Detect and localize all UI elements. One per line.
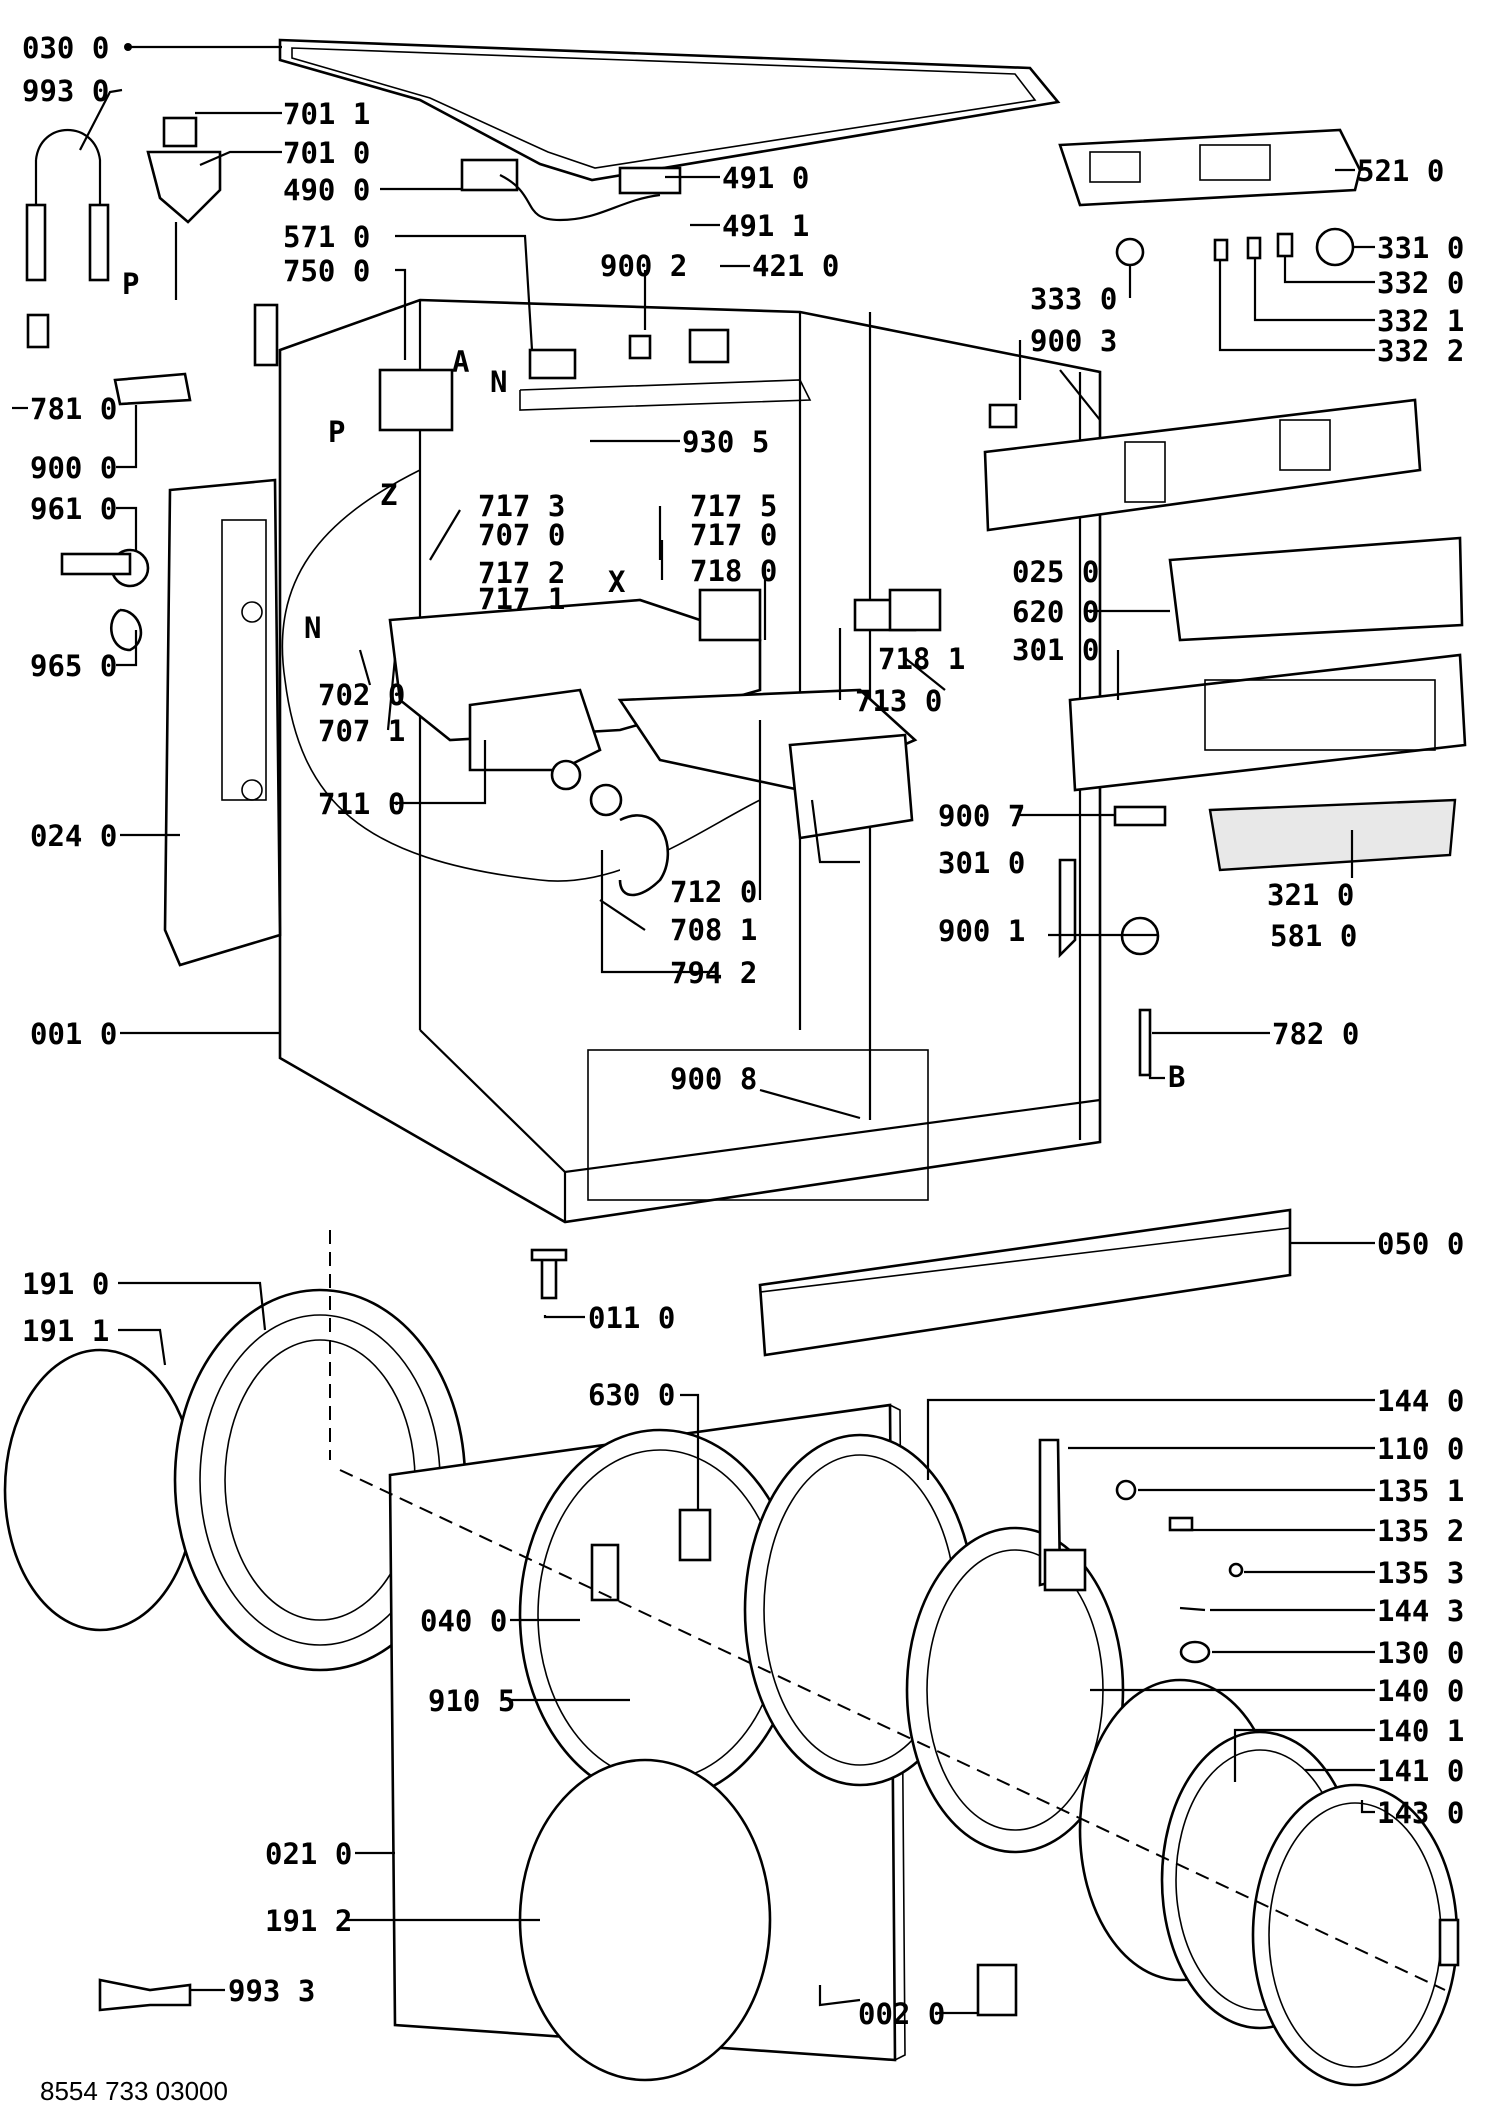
label-993-3: 993 3 — [228, 1974, 315, 2008]
label-130-0: 130 0 — [1377, 1636, 1464, 1670]
label-144-3: 144 3 — [1377, 1594, 1464, 1628]
label-717-5: 717 5 — [690, 489, 777, 523]
label-630-0: 630 0 — [588, 1378, 675, 1412]
label-910-5: 910 5 — [428, 1684, 515, 1718]
label-713-0: 713 0 — [855, 684, 942, 718]
knob-331-drawing — [1315, 227, 1355, 267]
label-717-3: 717 3 — [478, 489, 565, 523]
label-718-0: 718 0 — [690, 554, 777, 588]
label-141-0: 141 0 — [1377, 1754, 1464, 1788]
kick-plate-drawing — [758, 1208, 1292, 1357]
label-025-0: 025 0 — [1012, 555, 1099, 589]
label-702-0: 702 0 — [318, 678, 405, 712]
programmer-drawing — [1058, 128, 1362, 207]
label-191-2: 191 2 — [265, 1904, 352, 1938]
label-794-2: 794 2 — [670, 956, 757, 990]
label-301-0-lower: 301 0 — [938, 846, 1025, 880]
label-961-0: 961 0 — [30, 492, 117, 526]
label-711-0: 711 0 — [318, 787, 405, 821]
mark-z: Z — [380, 478, 397, 512]
label-143-0: 143 0 — [1377, 1796, 1464, 1830]
label-900-0: 900 0 — [30, 451, 117, 485]
label-191-1: 191 1 — [22, 1314, 109, 1348]
letter-marks: P A N P Z X N B — [122, 267, 1185, 1094]
hose-drawing — [618, 814, 670, 897]
label-717-1: 717 1 — [478, 582, 565, 616]
label-301-0-upper: 301 0 — [1012, 633, 1099, 667]
label-001-0: 001 0 — [30, 1017, 117, 1051]
label-707-1: 707 1 — [318, 714, 405, 748]
front-panel-drawing — [388, 1403, 906, 2082]
label-781-0: 781 0 — [30, 392, 117, 426]
detergent-dispenser-drawing — [388, 598, 918, 840]
label-900-8: 900 8 — [670, 1062, 757, 1096]
label-707-0: 707 0 — [478, 518, 565, 552]
label-712-0: 712 0 — [670, 875, 757, 909]
back-panel-drawing — [163, 478, 282, 967]
label-421-0: 421 0 — [752, 249, 839, 283]
mark-x: X — [608, 565, 626, 599]
label-900-3: 900 3 — [1030, 324, 1117, 358]
label-333-0: 333 0 — [1030, 282, 1117, 316]
label-750-0: 750 0 — [283, 254, 370, 288]
label-993-0: 993 0 — [22, 74, 109, 108]
label-581-0: 581 0 — [1270, 919, 1357, 953]
label-717-2: 717 2 — [478, 556, 565, 590]
label-900-2: 900 2 — [600, 249, 687, 283]
label-135-3: 135 3 — [1377, 1556, 1464, 1590]
label-135-1: 135 1 — [1377, 1474, 1464, 1508]
label-900-1: 900 1 — [938, 914, 1025, 948]
mark-n-lower: N — [304, 611, 321, 645]
label-321-0: 321 0 — [1267, 878, 1354, 912]
label-040-0: 040 0 — [420, 1604, 507, 1638]
label-011-0: 011 0 — [588, 1301, 675, 1335]
control-panel-drawing — [983, 398, 1467, 872]
label-490-0: 490 0 — [283, 173, 370, 207]
label-140-0: 140 0 — [1377, 1674, 1464, 1708]
part-drawings — [3, 38, 1467, 2087]
label-521-0: 521 0 — [1357, 154, 1444, 188]
label-024-0: 024 0 — [30, 819, 117, 853]
part-labels: 030 0 993 0 701 1 701 0 490 0 571 0 750 … — [22, 31, 1464, 2031]
label-701-1: 701 1 — [283, 97, 370, 131]
inlet-valve-drawing — [146, 116, 222, 300]
label-965-0: 965 0 — [30, 649, 117, 683]
mark-a: A — [452, 345, 469, 379]
label-930-5: 930 5 — [682, 425, 769, 459]
label-030-0: 030 0 — [22, 31, 109, 65]
label-002-0: 002 0 — [858, 1997, 945, 2031]
label-140-1: 140 1 — [1377, 1714, 1464, 1748]
label-332-0: 332 0 — [1377, 266, 1464, 300]
knob-332-drawing — [1276, 232, 1294, 258]
mark-b: B — [1168, 1060, 1185, 1094]
label-718-1: 718 1 — [878, 642, 965, 676]
label-491-1: 491 1 — [722, 209, 809, 243]
leader-lines — [12, 43, 1375, 2015]
label-491-0: 491 0 — [722, 161, 809, 195]
label-050-0: 050 0 — [1377, 1227, 1464, 1261]
label-144-0: 144 0 — [1377, 1384, 1464, 1418]
mark-n-upper: N — [490, 365, 507, 399]
label-110-0: 110 0 — [1377, 1432, 1464, 1466]
label-708-1: 708 1 — [670, 913, 757, 947]
label-331-0: 331 0 — [1377, 231, 1464, 265]
mark-p-upper: P — [122, 267, 139, 301]
label-701-0: 701 0 — [283, 136, 370, 170]
label-021-0: 021 0 — [265, 1837, 352, 1871]
mark-p-lower: P — [328, 415, 345, 449]
label-620-0: 620 0 — [1012, 595, 1099, 629]
label-135-2: 135 2 — [1377, 1514, 1464, 1548]
label-332-2: 332 2 — [1377, 334, 1464, 368]
label-782-0: 782 0 — [1272, 1017, 1359, 1051]
label-571-0: 571 0 — [283, 220, 370, 254]
label-717-0: 717 0 — [690, 518, 777, 552]
label-191-0: 191 0 — [22, 1267, 109, 1301]
top-lid-drawing — [278, 38, 1061, 182]
label-332-1: 332 1 — [1377, 304, 1464, 338]
document-reference: 8554 733 03000 — [40, 2076, 228, 2106]
label-900-7: 900 7 — [938, 799, 1025, 833]
